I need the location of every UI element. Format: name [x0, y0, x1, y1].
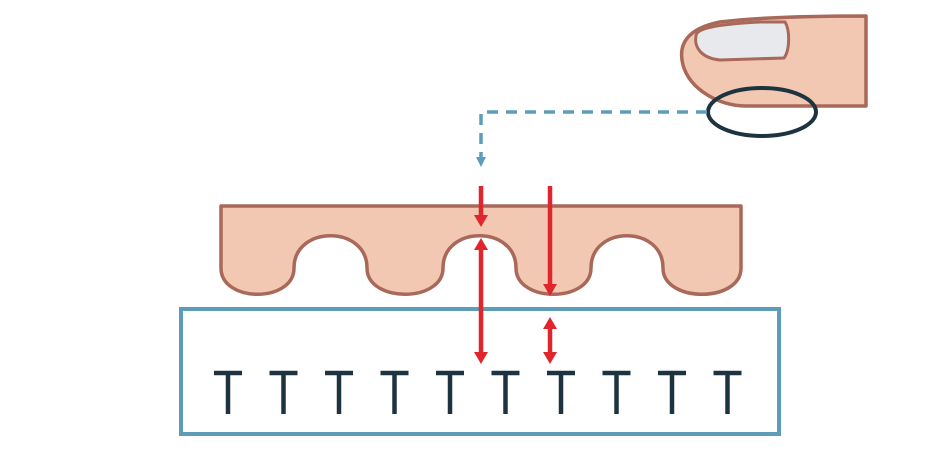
- electrode: [214, 370, 242, 414]
- electrode: [547, 370, 575, 414]
- fingerprint-ridge-profile: [219, 204, 743, 296]
- valley-distance-arrow: [543, 317, 557, 364]
- electrode: [713, 370, 742, 414]
- distance-arrows: [474, 186, 557, 364]
- ridge-contact-arrow: [474, 186, 488, 227]
- electrode: [491, 370, 520, 414]
- electrode: [269, 370, 298, 414]
- electrode: [325, 370, 353, 414]
- valley-depth-arrow: [543, 186, 557, 296]
- electrode: [602, 370, 631, 414]
- ridge-distance-arrow: [474, 238, 488, 364]
- finger-icon: [679, 14, 868, 108]
- ellipse-highlight: [706, 86, 818, 138]
- fingernail: [694, 20, 791, 62]
- electrode: [658, 370, 686, 414]
- dashed-arrow: [476, 110, 707, 167]
- electrode: [380, 370, 409, 414]
- electrode-array: [214, 370, 742, 414]
- electrode: [436, 370, 464, 414]
